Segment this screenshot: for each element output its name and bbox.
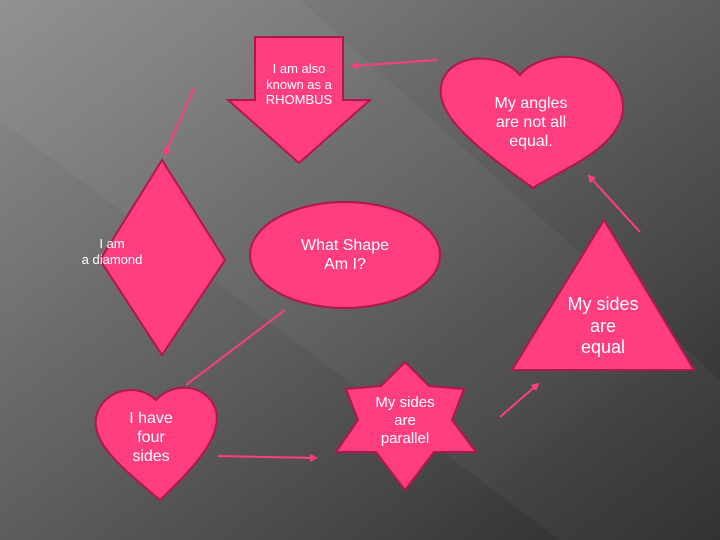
heart-top-label-line-3: equal. [509, 133, 553, 151]
star-label-line-1: My sides [375, 394, 435, 411]
arrow-heart-to-rhombus [350, 59, 438, 70]
diamond-label: I am a diamond [70, 236, 154, 267]
rhombus-label-line-3: RHOMBUS [265, 92, 333, 108]
arrow-star-to-triangle [499, 382, 540, 418]
triangle-shape [510, 218, 696, 371]
triangle-label-line-2: are [589, 315, 616, 336]
star-label: My sides are parallel [360, 394, 450, 448]
heart-bottom-label-line-1: I have [129, 410, 173, 427]
rhombus-arrow-shape [225, 36, 373, 165]
diamond-label-line-1: I am [99, 236, 125, 251]
rhombus-label-line-2: known as a [266, 76, 332, 92]
heart-top-shape [439, 55, 624, 190]
center-label-line-2: Am I? [324, 256, 366, 274]
diamond-shape [98, 158, 227, 357]
triangle-label-line-1: My sides [567, 294, 639, 314]
line-ellipse-to-heart [185, 309, 286, 386]
rhombus-label-line-1: I am also [272, 61, 326, 76]
diamond-label-line-2: a diamond [81, 251, 143, 267]
heart-top-label-line-2: are not all [495, 114, 567, 132]
arrow-heart-to-star [217, 453, 318, 462]
star-shape [334, 360, 478, 492]
heart-bottom-label-line-3: sides [132, 448, 170, 466]
arrow-triangle-to-heart [587, 174, 641, 233]
star-label-line-3: parallel [380, 430, 430, 447]
triangle-label: My sides are equal [543, 294, 663, 359]
star-label-line-2: are [394, 412, 416, 429]
triangle-label-line-3: equal [580, 337, 626, 358]
rhombus-label: I am also known as a RHOMBUS [240, 61, 358, 108]
heart-bottom-shape [94, 386, 218, 502]
center-label: What Shape Am I? [283, 236, 407, 274]
arrow-rhombus-to-diamond [163, 87, 195, 156]
center-ellipse-shape [249, 201, 441, 309]
heart-top-label-line-1: My angles [494, 95, 568, 112]
heart-bottom-label: I have four sides [112, 409, 190, 467]
heart-bottom-label-line-2: four [137, 429, 165, 447]
heart-top-label: My angles are not all equal. [470, 94, 592, 152]
center-label-line-1: What Shape [300, 237, 390, 254]
